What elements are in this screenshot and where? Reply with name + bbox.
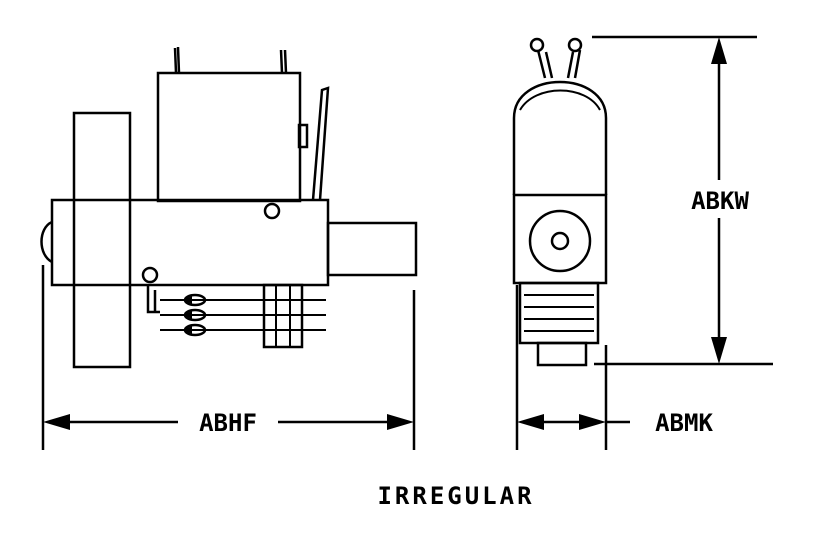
- shape-label: IRREGULAR: [377, 482, 534, 510]
- left-cap: [40, 220, 53, 264]
- left-block: [72, 111, 132, 369]
- terminal-eye-right: [567, 37, 583, 53]
- side-tab: [297, 123, 309, 149]
- main-body: [50, 198, 330, 287]
- ribbed-section: [518, 281, 600, 345]
- dimension-lines: [41, 35, 773, 450]
- side-terminals: [536, 49, 582, 79]
- screw-bottom: [141, 266, 159, 284]
- connector-tips: [182, 296, 192, 334]
- abhf-label: ABHF: [199, 409, 257, 437]
- abmk-extension-lines: [515, 285, 608, 450]
- screw-top: [263, 202, 281, 220]
- lever: [311, 86, 330, 201]
- bottom-stem: [536, 341, 588, 367]
- terminal-left: [173, 46, 181, 74]
- side-view: [512, 37, 608, 367]
- terminal-eye-left: [529, 37, 545, 53]
- abkw-extension-lines: [592, 35, 773, 366]
- abmk-label: ABMK: [655, 409, 713, 437]
- upper-housing: [156, 71, 302, 203]
- dome-highlight: [519, 89, 601, 111]
- dome: [512, 80, 608, 195]
- abmk-arrows: [517, 414, 606, 430]
- ribs: [524, 294, 594, 332]
- right-shaft: [326, 221, 418, 277]
- abkw-label: ABKW: [691, 187, 749, 215]
- port-inner: [550, 231, 570, 251]
- abhf-extension-lines: [41, 265, 416, 450]
- terminal-right: [279, 49, 288, 74]
- bracket: [146, 285, 160, 314]
- port-outer: [528, 209, 592, 273]
- front-view: [40, 46, 418, 369]
